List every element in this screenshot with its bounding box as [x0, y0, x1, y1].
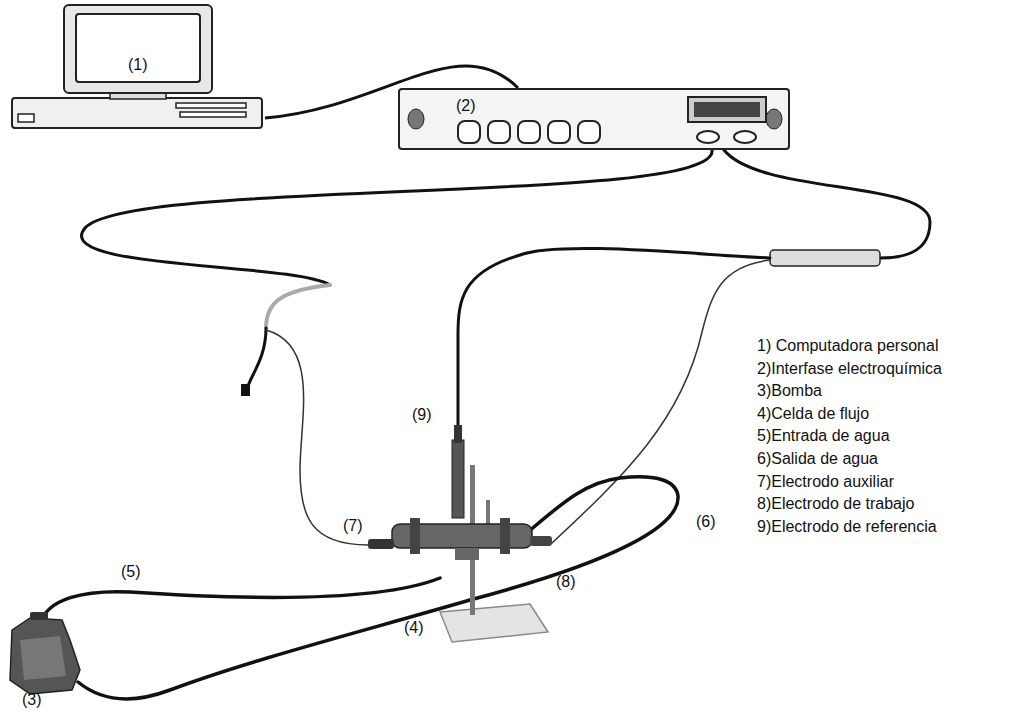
legend-entry: 6)Salida de agua	[757, 449, 878, 468]
flow-cell-drawing	[368, 425, 552, 642]
water-tubes	[40, 477, 678, 699]
callout-number: (4)	[404, 618, 424, 637]
callout-number: (8)	[556, 572, 576, 591]
callout-number: (3)	[22, 690, 42, 709]
legend-entry: 4)Celda de flujo	[757, 404, 869, 423]
pump-drawing	[10, 612, 80, 694]
callout-number: (6)	[696, 512, 716, 531]
legend-entry: 7)Electrodo auxiliar	[757, 472, 894, 491]
legend-entry: 2)Interfase electroquímica	[757, 359, 942, 378]
electrochemical-interface: (2)	[398, 88, 790, 150]
callout-number: (7)	[343, 516, 363, 535]
legend-entry: 9)Electrodo de referencia	[757, 517, 937, 536]
legend-entry: 8)Electrodo de trabajo	[757, 494, 914, 513]
callout-number: (1)	[128, 55, 148, 74]
callout-number: (9)	[412, 405, 432, 424]
interface-drawing	[399, 89, 789, 149]
legend-entry: 3)Bomba	[757, 381, 822, 400]
callout-number: (2)	[456, 96, 476, 115]
legend-entry: 1) Computadora personal	[757, 336, 938, 355]
computer-drawing	[12, 5, 262, 128]
cable-connector	[265, 66, 518, 118]
legend-entry: 5)Entrada de agua	[757, 426, 890, 445]
computer: (1)	[10, 5, 265, 130]
callout-number: (5)	[121, 562, 141, 581]
